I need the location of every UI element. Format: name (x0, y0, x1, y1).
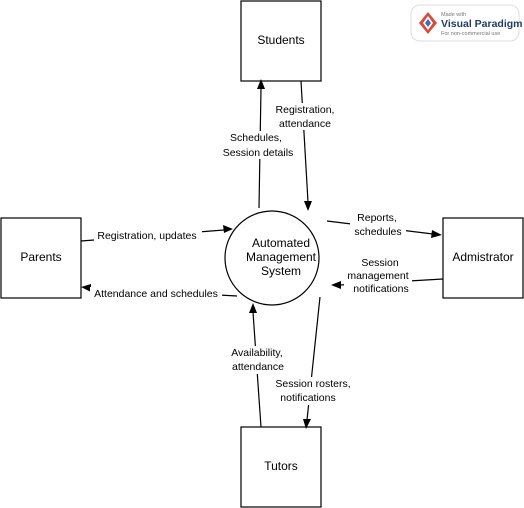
label-tutors-to-system-line-1: Availability, (231, 347, 283, 359)
watermark: Made with Visual Paradigm For non-commer… (410, 4, 523, 42)
entity-students[interactable]: Students (240, 0, 322, 82)
label-system-to-students-line-2: Session details (223, 147, 294, 159)
label-students-to-system: Registration, attendance (272, 103, 338, 130)
flow-system-to-tutors (303, 296, 321, 429)
process-label-line-1: Automated (252, 236, 310, 250)
label-parents-to-system: Registration, updates (94, 229, 202, 243)
label-system-to-admin-line-1: Reports, (357, 212, 397, 224)
label-system-to-students-line-1: Schedules, (230, 132, 282, 144)
label-system-to-admin: Reports, schedules (350, 211, 406, 239)
label-tutors-to-system-line-2: attendance (232, 361, 284, 373)
entity-parents[interactable]: Parents (0, 217, 82, 299)
label-admin-to-system-line-2: management (347, 270, 408, 282)
entity-students-label: Students (257, 33, 304, 47)
watermark-made-with: Made with (441, 12, 466, 18)
label-system-to-parents-line-1: Attendance and schedules (94, 288, 218, 300)
label-system-to-students: Schedules, Session details (218, 131, 298, 159)
entity-administrator-label: Admistrator (452, 250, 513, 264)
label-students-to-system-line-1: Registration, (276, 104, 335, 116)
visual-paradigm-logo-icon (419, 12, 437, 34)
entity-tutors[interactable]: Tutors (240, 426, 322, 508)
label-system-to-tutors-line-1: Session rosters, (275, 378, 350, 390)
entity-parents-label: Parents (20, 250, 61, 264)
entity-administrator[interactable]: Admistrator (442, 217, 524, 299)
label-system-to-tutors: Session rosters, notifications (266, 377, 360, 405)
label-admin-to-system-line-1: Session (361, 257, 399, 269)
watermark-note: For non-commercial use (441, 31, 500, 37)
label-admin-to-system-line-3: notifications (353, 283, 408, 295)
label-parents-to-system-line-1: Registration, updates (97, 230, 196, 242)
flow-students-to-system (300, 80, 312, 211)
label-system-to-admin-line-2: schedules (354, 226, 401, 238)
label-admin-to-system: Session management notifications (344, 257, 412, 297)
label-system-to-parents: Attendance and schedules (90, 287, 222, 301)
process-automated-management-system[interactable]: Automated Management System (224, 210, 320, 306)
process-label-line-2: Management (246, 250, 317, 264)
entity-tutors-label: Tutors (264, 459, 298, 473)
watermark-brand: Visual Paradigm (441, 18, 523, 30)
label-students-to-system-line-2: attendance (279, 118, 331, 130)
label-system-to-tutors-line-2: notifications (280, 392, 335, 404)
label-tutors-to-system: Availability, attendance (226, 346, 288, 374)
process-label-line-3: System (261, 264, 301, 278)
